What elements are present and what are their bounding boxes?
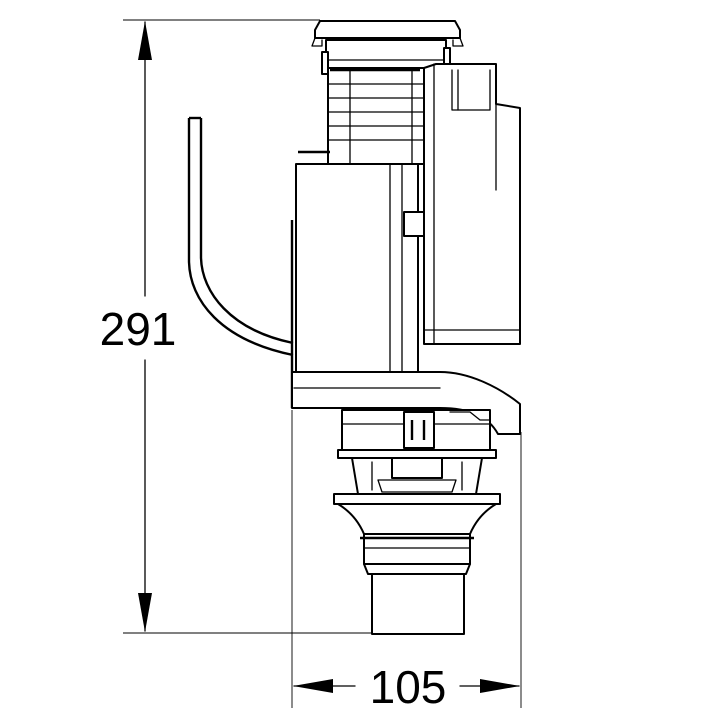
base-plate <box>291 371 521 435</box>
height-arrow-top <box>138 21 152 60</box>
valve-center-block <box>403 411 435 449</box>
seal-inner-stem <box>391 457 443 479</box>
main-body-block <box>295 163 419 373</box>
seal-bell <box>337 503 497 535</box>
cable-tube-outer <box>187 118 294 357</box>
cable-tube-inner <box>199 118 294 345</box>
main-body <box>290 163 425 408</box>
seal-cone-ribs <box>371 461 463 491</box>
outlet-taper <box>363 563 471 575</box>
outlet-lower-pipe <box>371 573 465 635</box>
top-cap-clip-right <box>452 37 464 47</box>
valve-mechanism <box>337 409 497 459</box>
width-arrow-right <box>480 679 520 693</box>
seal-gasket <box>333 493 501 505</box>
right-housing-body <box>423 63 521 345</box>
upper-cylinder-body <box>327 67 425 165</box>
width-dimension: 105 <box>291 410 522 713</box>
width-arrow-left <box>293 679 333 693</box>
right-housing <box>423 63 521 345</box>
height-dimension: 291 <box>100 19 372 634</box>
height-arrow-bottom <box>138 593 152 632</box>
valve-flange <box>337 449 497 459</box>
seal-inner-ring <box>377 479 457 493</box>
width-dimension-label: 105 <box>370 661 447 713</box>
outlet-pipe <box>360 533 474 635</box>
main-body-notch <box>403 211 425 237</box>
height-dimension-label: 291 <box>100 303 177 355</box>
seal-assembly <box>333 457 501 535</box>
valve-linkage <box>449 411 491 421</box>
top-cap-clip-left <box>311 37 323 47</box>
flush-valve-drawing <box>187 20 521 635</box>
top-cap-tab-left <box>321 51 329 75</box>
top-cap-rim <box>314 20 461 39</box>
right-housing-window <box>451 69 491 111</box>
upper-cylinder <box>298 67 425 165</box>
